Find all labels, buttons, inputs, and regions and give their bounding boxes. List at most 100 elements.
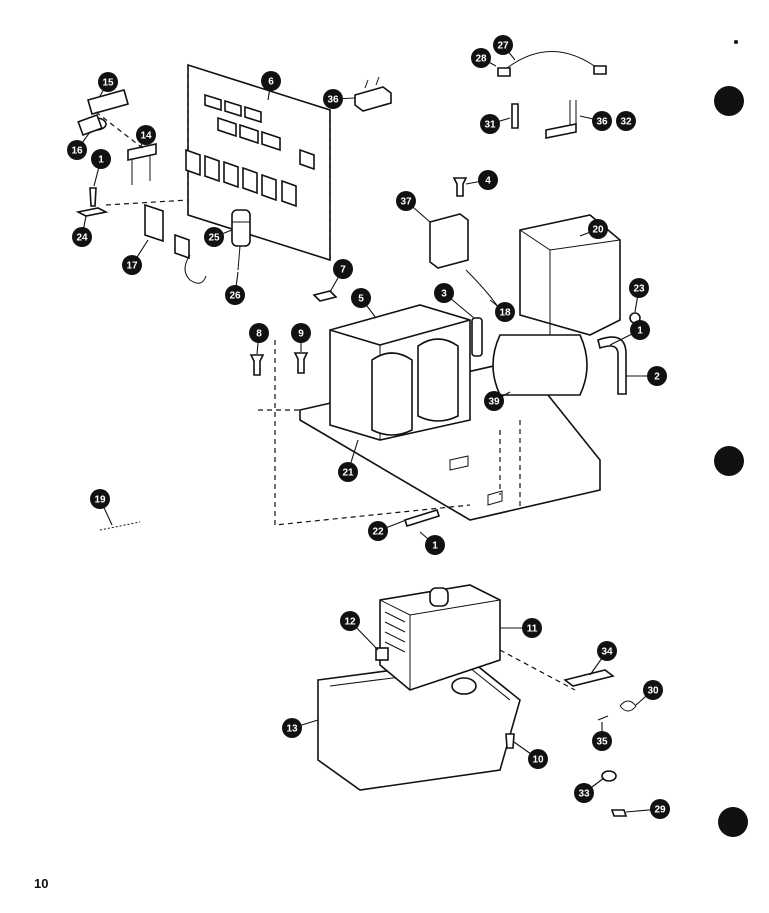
callout-bubble: [91, 149, 111, 169]
callout-bubble: [425, 535, 445, 555]
callout-23: 23: [629, 278, 649, 313]
callout-14: 14: [136, 125, 156, 149]
callout-bubble: [597, 641, 617, 661]
callout-19: 19: [90, 489, 113, 526]
callout-number: 36: [327, 95, 339, 106]
base-plate-assembly: [249, 177, 641, 527]
callout-number: 24: [76, 233, 88, 244]
page-number: 10: [34, 876, 49, 891]
callout-number: 39: [488, 397, 500, 408]
callout-33: 33: [574, 777, 605, 803]
callout-number: 16: [71, 146, 83, 157]
callout-number: 32: [620, 117, 632, 128]
callout-1: 1: [91, 149, 111, 187]
callout-26: 26: [225, 271, 245, 305]
callout-bubble: [480, 114, 500, 134]
callout-number: 5: [358, 294, 364, 305]
callout-18: 18: [489, 299, 515, 322]
callout-number: 15: [102, 78, 114, 89]
callout-number: 22: [372, 527, 384, 538]
callout-bubble: [333, 259, 353, 279]
callout-number: 2: [654, 372, 660, 383]
callout-number: 37: [400, 197, 412, 208]
callout-bubble: [340, 611, 360, 631]
callout-12: 12: [340, 611, 379, 651]
callout-number: 27: [497, 41, 509, 52]
callout-bubble: [282, 718, 302, 738]
callout-24: 24: [72, 215, 92, 247]
callout-25: 25: [204, 227, 233, 247]
callout-bubble: [122, 255, 142, 275]
callout-bubble: [522, 618, 542, 638]
callout-35: 35: [592, 722, 612, 751]
callout-21: 21: [338, 439, 359, 482]
callout-34: 34: [589, 641, 617, 676]
callout-number: 1: [637, 326, 643, 337]
callout-number: 28: [475, 54, 487, 65]
callout-number: 23: [633, 284, 645, 295]
callout-1: 1: [419, 531, 445, 555]
callout-number: 36: [596, 117, 608, 128]
magnetron-assembly: [317, 584, 637, 817]
callout-15: 15: [98, 72, 118, 97]
callout-27: 27: [493, 35, 516, 61]
callout-bubble: [478, 170, 498, 190]
callout-bubble: [136, 125, 156, 145]
callout-number: 13: [286, 724, 298, 735]
callout-bubble: [98, 72, 118, 92]
callout-10: 10: [513, 741, 548, 769]
callout-number: 20: [592, 225, 604, 236]
callout-number: 1: [98, 155, 104, 166]
registration-dot-middle: [714, 446, 744, 476]
callout-bubble: [647, 366, 667, 386]
callout-number: 1: [432, 541, 438, 552]
callout-number: 34: [601, 647, 613, 658]
callout-4: 4: [465, 170, 498, 190]
callout-number: 30: [647, 686, 659, 697]
callout-bubble: [204, 227, 224, 247]
callout-number: 18: [499, 308, 511, 319]
callout-bubble: [434, 283, 454, 303]
callout-29: 29: [625, 799, 670, 819]
callout-bubble: [630, 320, 650, 340]
callout-number: 21: [342, 468, 354, 479]
callout-bubble: [225, 285, 245, 305]
callout-31: 31: [480, 114, 511, 134]
callout-bubble: [72, 227, 92, 247]
callout-bubble: [396, 191, 416, 211]
callout-bubble: [368, 521, 388, 541]
callout-bubble: [592, 111, 612, 131]
callout-number: 35: [596, 737, 608, 748]
callout-16: 16: [67, 131, 91, 160]
callout-32: 32: [616, 111, 636, 131]
callout-bubble: [338, 462, 358, 482]
callout-1: 1: [609, 320, 650, 346]
callout-number: 31: [484, 120, 496, 131]
callout-7: 7: [329, 259, 353, 293]
callout-2: 2: [626, 366, 667, 386]
callout-number: 9: [298, 329, 304, 340]
callout-bubble: [90, 489, 110, 509]
callout-bubble: [616, 111, 636, 131]
callout-bubble: [471, 48, 491, 68]
callout-11: 11: [500, 618, 542, 638]
callout-bubble: [493, 35, 513, 55]
callout-bubble: [650, 799, 670, 819]
callout-bubble: [249, 323, 269, 343]
callout-bubble: [323, 89, 343, 109]
callout-number: 7: [340, 265, 346, 276]
callout-bubble: [643, 680, 663, 700]
callout-number: 10: [532, 755, 544, 766]
control-panel-assembly: [75, 63, 331, 284]
callout-bubble: [351, 288, 371, 308]
registration-dot-top: [714, 86, 744, 116]
callout-36: 36: [323, 89, 356, 109]
callout-number: 33: [578, 789, 590, 800]
callout-bubble: [495, 302, 515, 322]
upper-right-small-parts: [354, 51, 607, 139]
callout-22: 22: [368, 519, 407, 541]
callout-number: 3: [441, 289, 447, 300]
callout-bubble: [629, 278, 649, 298]
callout-number: 12: [344, 617, 356, 628]
